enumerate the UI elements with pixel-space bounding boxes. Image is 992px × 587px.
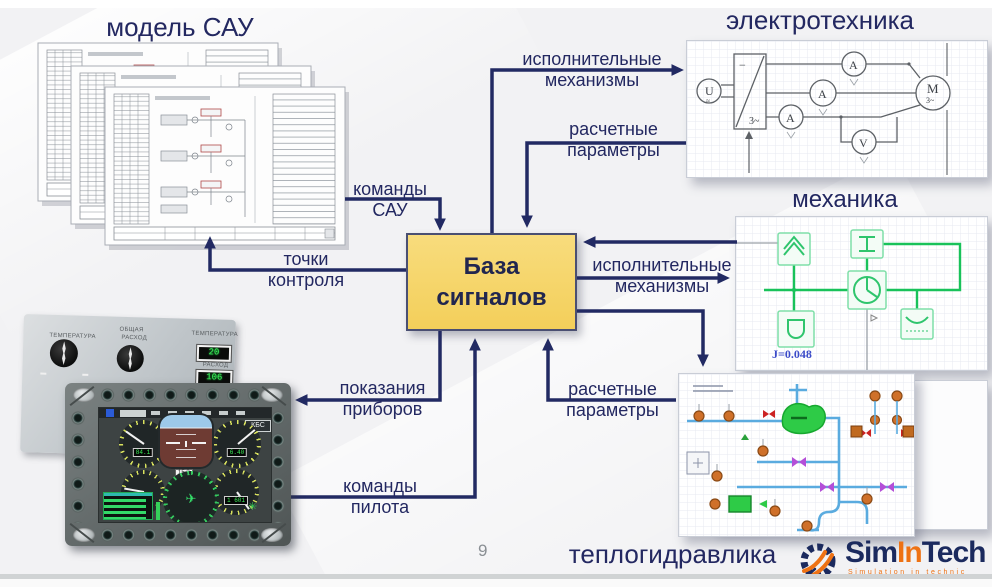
airspeed-gauge: 84.1 (119, 420, 167, 468)
back-label-right: ТЕМПЕРАТУРА (191, 330, 239, 339)
back-label-center2: РАСХОД (121, 334, 148, 342)
title-model-sau: модель САУ (106, 12, 254, 42)
title-hydro: теплогидравлика (568, 539, 777, 569)
motor-sub: 3~ (926, 96, 935, 105)
mfd-left-buttons[interactable] (70, 407, 86, 523)
label-control-points: точки контроля (267, 249, 345, 290)
flap-bar (156, 502, 160, 520)
logo-wordmark: SimInTech (845, 536, 986, 569)
schematic-sheet-front (104, 86, 350, 251)
back-label-left: ТЕМПЕРАТУРА (49, 332, 96, 341)
model-sau-sheets (37, 42, 350, 251)
db-line1: База (463, 253, 520, 280)
flow-knob[interactable] (116, 344, 145, 373)
rpm-gauge: 1 601 (213, 469, 259, 515)
label-pilot-commands: команды пилота (343, 476, 417, 517)
arrow-actuators-hydro (577, 309, 709, 367)
menu-items (151, 411, 251, 415)
menu-icon (106, 409, 114, 417)
temperature-knob[interactable] (49, 338, 79, 368)
back-label-center1: ОБЩАЯ (119, 326, 144, 334)
mfd-menu-bar (99, 408, 271, 418)
inertia-value: J=0.048 (772, 347, 812, 361)
label-instrument-readings: показания приборов (339, 378, 426, 419)
voltmeter-label: V (859, 136, 868, 150)
hsi-compass: ✈ (163, 471, 219, 522)
menu-highlight (120, 410, 146, 417)
mech-schematic: J=0.048 (736, 217, 987, 370)
mfd-bottom-buttons[interactable] (97, 527, 259, 543)
ammeter-label: A (849, 58, 858, 72)
mech-panel: J=0.048 (735, 216, 988, 371)
top-band (0, 0, 992, 8)
simintech-logo: SimInTech Simulation in technic (793, 537, 989, 583)
attitude-indicator (160, 415, 212, 467)
data-block (103, 492, 153, 520)
label-actuators-top: исполнительные механизмы (522, 49, 662, 90)
bottom-band (0, 574, 992, 587)
inverter-label: 3~ (749, 116, 760, 127)
minus-label: − (739, 58, 746, 72)
ammeter-label: A (786, 111, 795, 125)
back-label-rashod: РАСХОД (202, 362, 229, 369)
title-electro: электротехника (725, 5, 915, 35)
logo-tagline: Simulation in technic (848, 569, 967, 576)
db-line2: сигналов (436, 284, 547, 311)
arrow-pilot-commands (290, 338, 481, 499)
temperature-display: 20 (196, 344, 232, 362)
label-commands-sau: команды САУ (353, 179, 427, 220)
hydro-schematic (679, 374, 915, 536)
mfd-top-buttons[interactable] (97, 387, 259, 403)
page-number: 9 (478, 541, 488, 560)
aircraft-symbol: ✈ (185, 491, 197, 506)
altimeter-gauge: 6.40 (213, 420, 261, 468)
ammeter-label: A (818, 87, 827, 101)
label-actuators-right: исполнительные механизмы (592, 255, 732, 296)
source-label: U (705, 84, 714, 98)
mfd-display-unit: КБС 84.1 6.40 239 1 601 (65, 383, 291, 546)
trim-indicator: ✳ (248, 501, 258, 513)
mfd-screen: КБС 84.1 6.40 239 1 601 (98, 407, 272, 523)
electro-circuit: U ≈ − 3~ A A A V M 3~ (687, 41, 987, 177)
label-calc-params-top: расчетные параметры (567, 119, 660, 160)
source-sub: ≈ (706, 97, 710, 105)
title-mech: механика (792, 186, 898, 213)
signal-database-box: База сигналов (406, 233, 577, 331)
label-calc-params-bottom: расчетные параметры (566, 379, 659, 420)
motor-label: M (927, 81, 939, 96)
mfd-right-buttons[interactable] (270, 407, 286, 523)
hydro-panel (678, 373, 915, 537)
electro-panel: U ≈ − 3~ A A A V M 3~ (686, 40, 988, 178)
